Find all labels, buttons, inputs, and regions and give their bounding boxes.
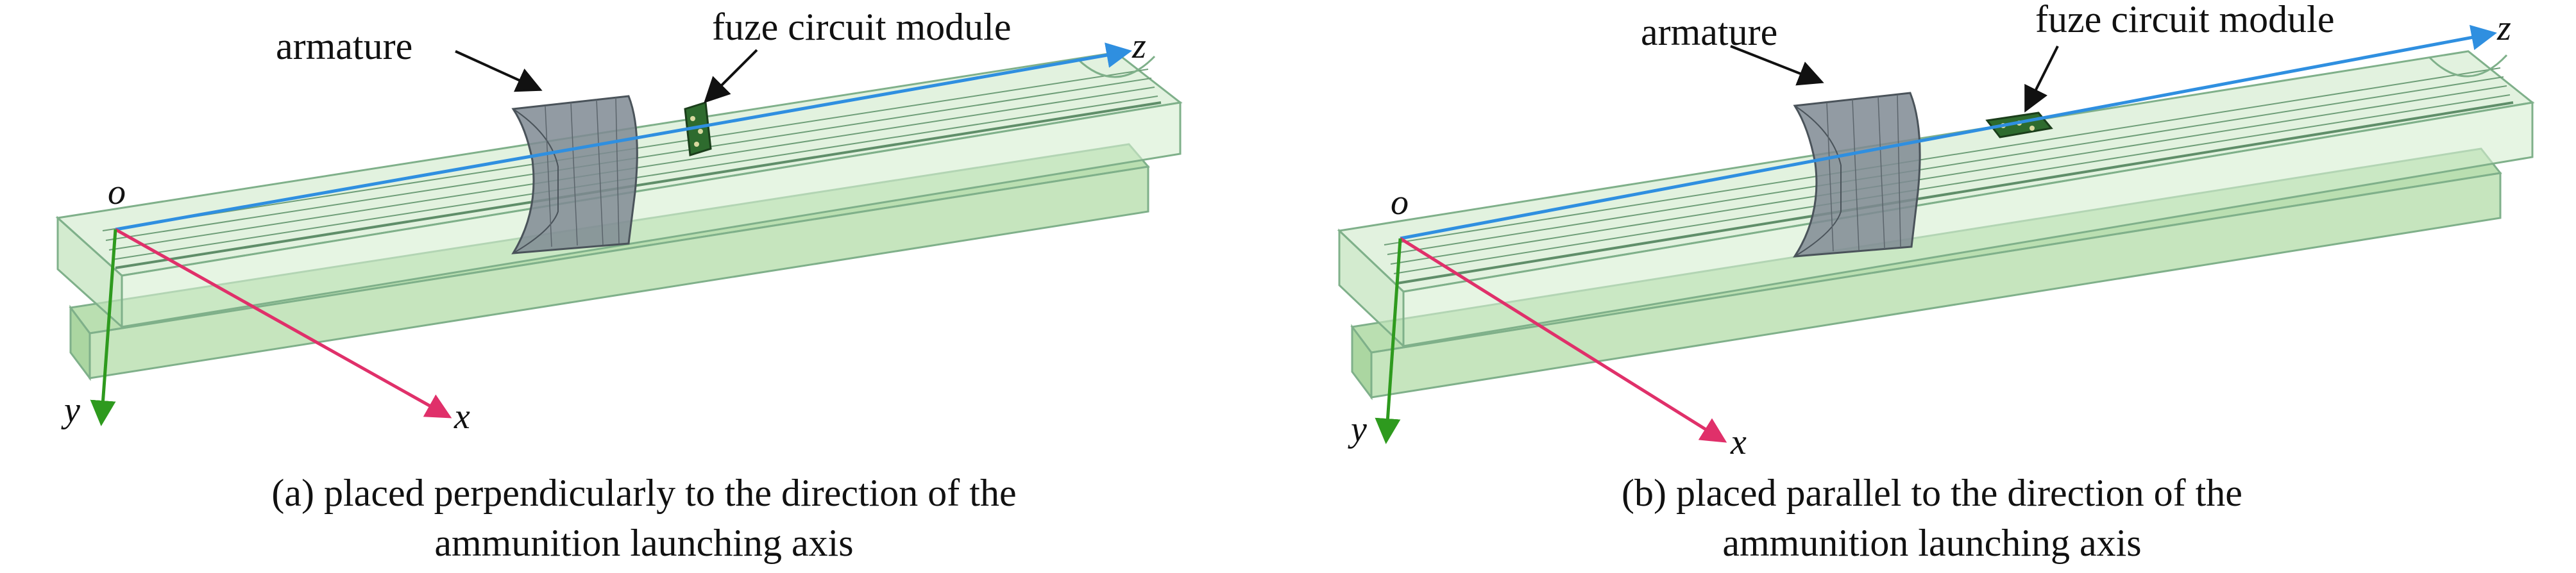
fuze-leader bbox=[2024, 46, 2059, 113]
y-axis-label: y bbox=[1348, 410, 1367, 449]
fuze-module-perpendicular bbox=[684, 101, 712, 156]
z-axis bbox=[115, 42, 1132, 231]
armature-label: armature bbox=[1641, 11, 1777, 53]
caption-a: (a) placed perpendicularly to the direct… bbox=[0, 468, 1288, 568]
caption-b: (b) placed parallel to the direction of … bbox=[1288, 468, 2576, 568]
upper-rail bbox=[1337, 50, 2535, 349]
diagram-scene-b: armature fuze circuit module o z x y bbox=[1337, 0, 2535, 462]
x-axis-label: x bbox=[453, 397, 470, 436]
panel-a: armature fuze circuit module o z x y (a)… bbox=[0, 6, 1288, 568]
origin-label: o bbox=[1391, 183, 1409, 222]
caption-a-line2: ammunition launching axis bbox=[434, 522, 854, 564]
diagram-scene-a: armature fuze circuit module o z x y bbox=[55, 6, 1183, 436]
armature-leader bbox=[1730, 45, 1824, 86]
x-axis-label: x bbox=[1730, 422, 1747, 462]
armature-shape bbox=[511, 95, 638, 254]
armature-shape bbox=[1793, 92, 1921, 258]
armature-leader bbox=[455, 50, 543, 92]
fuze-label: fuze circuit module bbox=[2035, 0, 2334, 40]
fuze-leader bbox=[704, 49, 758, 103]
z-axis-label: z bbox=[1131, 26, 1146, 66]
z-axis bbox=[1400, 24, 2497, 240]
x-axis bbox=[1399, 237, 1727, 443]
caption-b-line2: ammunition launching axis bbox=[1722, 522, 2142, 564]
panel-b: armature fuze circuit module o z x y (b)… bbox=[1288, 0, 2576, 573]
y-axis bbox=[90, 229, 117, 426]
caption-b-line1: (b) placed parallel to the direction of … bbox=[1622, 472, 2242, 514]
x-axis bbox=[114, 228, 452, 419]
y-axis-label: y bbox=[61, 390, 80, 430]
z-axis-label: z bbox=[2496, 8, 2511, 48]
origin-label: o bbox=[108, 172, 126, 212]
armature-label: armature bbox=[276, 25, 412, 67]
y-axis bbox=[1375, 238, 1402, 444]
fuze-label: fuze circuit module bbox=[712, 6, 1011, 48]
caption-a-line1: (a) placed perpendicularly to the direct… bbox=[271, 472, 1017, 514]
